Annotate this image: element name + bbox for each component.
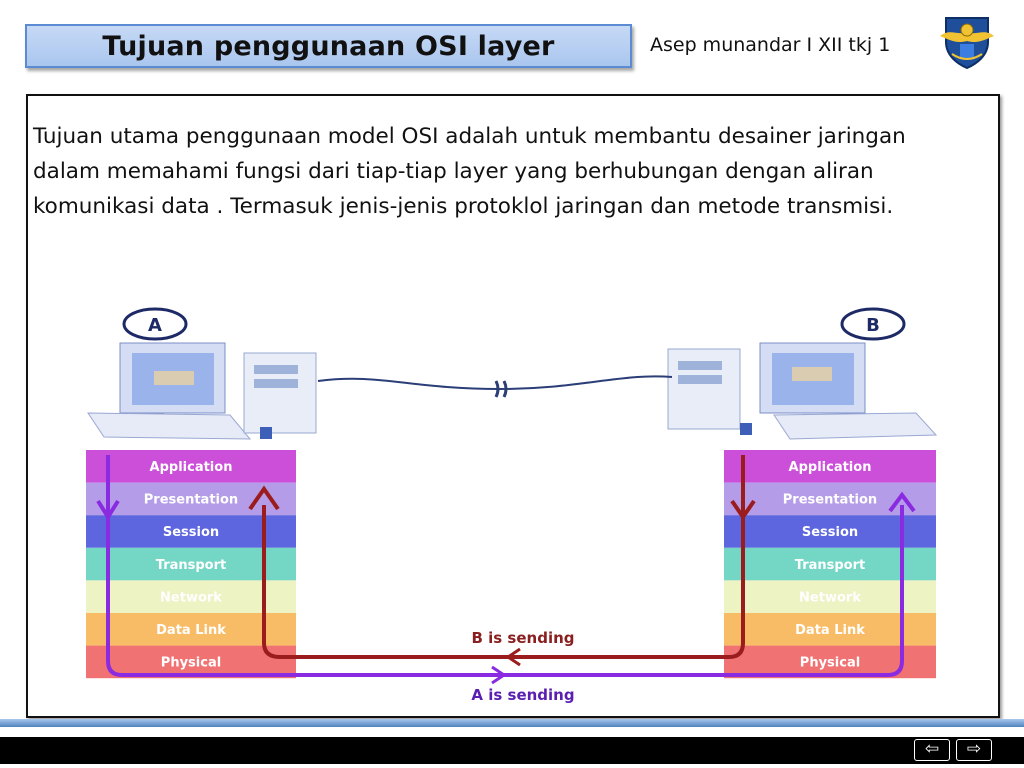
layer-band-presentation (86, 482, 296, 516)
layer-label: Physical (800, 656, 860, 671)
body-text: Tujuan utama penggunaan model OSI adalah… (33, 119, 993, 224)
slide-title: Tujuan penggunaan OSI layer (102, 30, 555, 62)
host-a-badge: A (122, 307, 188, 341)
osi-stack-a: ApplicationPresentationSessionTransportN… (86, 450, 296, 679)
layer-band-application (724, 450, 936, 483)
layer-label: Session (802, 525, 858, 540)
layer-label: Transport (156, 558, 226, 573)
layer-label: Physical (161, 656, 221, 671)
b-sending-label: B is sending (471, 629, 574, 647)
footer-bar (0, 737, 1024, 764)
layer-label: Data Link (795, 623, 865, 638)
a-sending-label: A is sending (471, 686, 574, 704)
host-b-badge: B (840, 307, 906, 341)
slide-title-box: Tujuan penggunaan OSI layer (25, 24, 632, 68)
body-line: dalam memahami fungsi dari tiap-tiap lay… (33, 159, 874, 184)
body-line: Tujuan utama penggunaan model OSI adalah… (33, 124, 906, 149)
b-sending-path (248, 455, 756, 667)
arrow-right-icon: ⇨ (966, 739, 982, 759)
layer-label: Presentation (783, 493, 877, 508)
layer-band-application (86, 450, 296, 483)
next-slide-button[interactable]: ⇨ (956, 739, 992, 761)
layer-label: Transport (795, 558, 865, 573)
osi-stack-b: ApplicationPresentationSessionTransportN… (724, 450, 936, 679)
layer-band-transport (86, 547, 296, 581)
layer-label: Network (160, 590, 222, 605)
body-line: komunikasi data . Termasuk jenis-jenis p… (33, 194, 894, 219)
layer-label: Presentation (144, 493, 238, 508)
footer-rule (0, 719, 1024, 727)
layer-band-network (86, 580, 296, 613)
cable-break-icon (494, 380, 508, 398)
a-sending-path (96, 455, 916, 685)
layer-label: Network (799, 590, 861, 605)
network-cable (317, 375, 673, 391)
layer-label: Application (150, 460, 233, 475)
author-label: Asep munandar I XII tkj 1 (650, 34, 891, 56)
layer-band-physical (86, 645, 296, 679)
layer-band-data-link (86, 613, 296, 646)
computer-b-icon (667, 342, 938, 440)
layer-label: Application (789, 460, 872, 475)
osi-diagram: A B ApplicationPresentationSessionTransp… (86, 307, 938, 704)
layer-band-session (86, 515, 296, 548)
layer-label: Session (163, 525, 219, 540)
host-b-label: B (866, 315, 880, 336)
prev-slide-button[interactable]: ⇦ (914, 739, 950, 761)
layer-label: Data Link (156, 623, 226, 638)
host-a-label: A (148, 315, 162, 336)
school-logo (940, 17, 994, 70)
arrow-left-icon: ⇦ (924, 739, 940, 759)
computer-a-icon (87, 342, 317, 440)
